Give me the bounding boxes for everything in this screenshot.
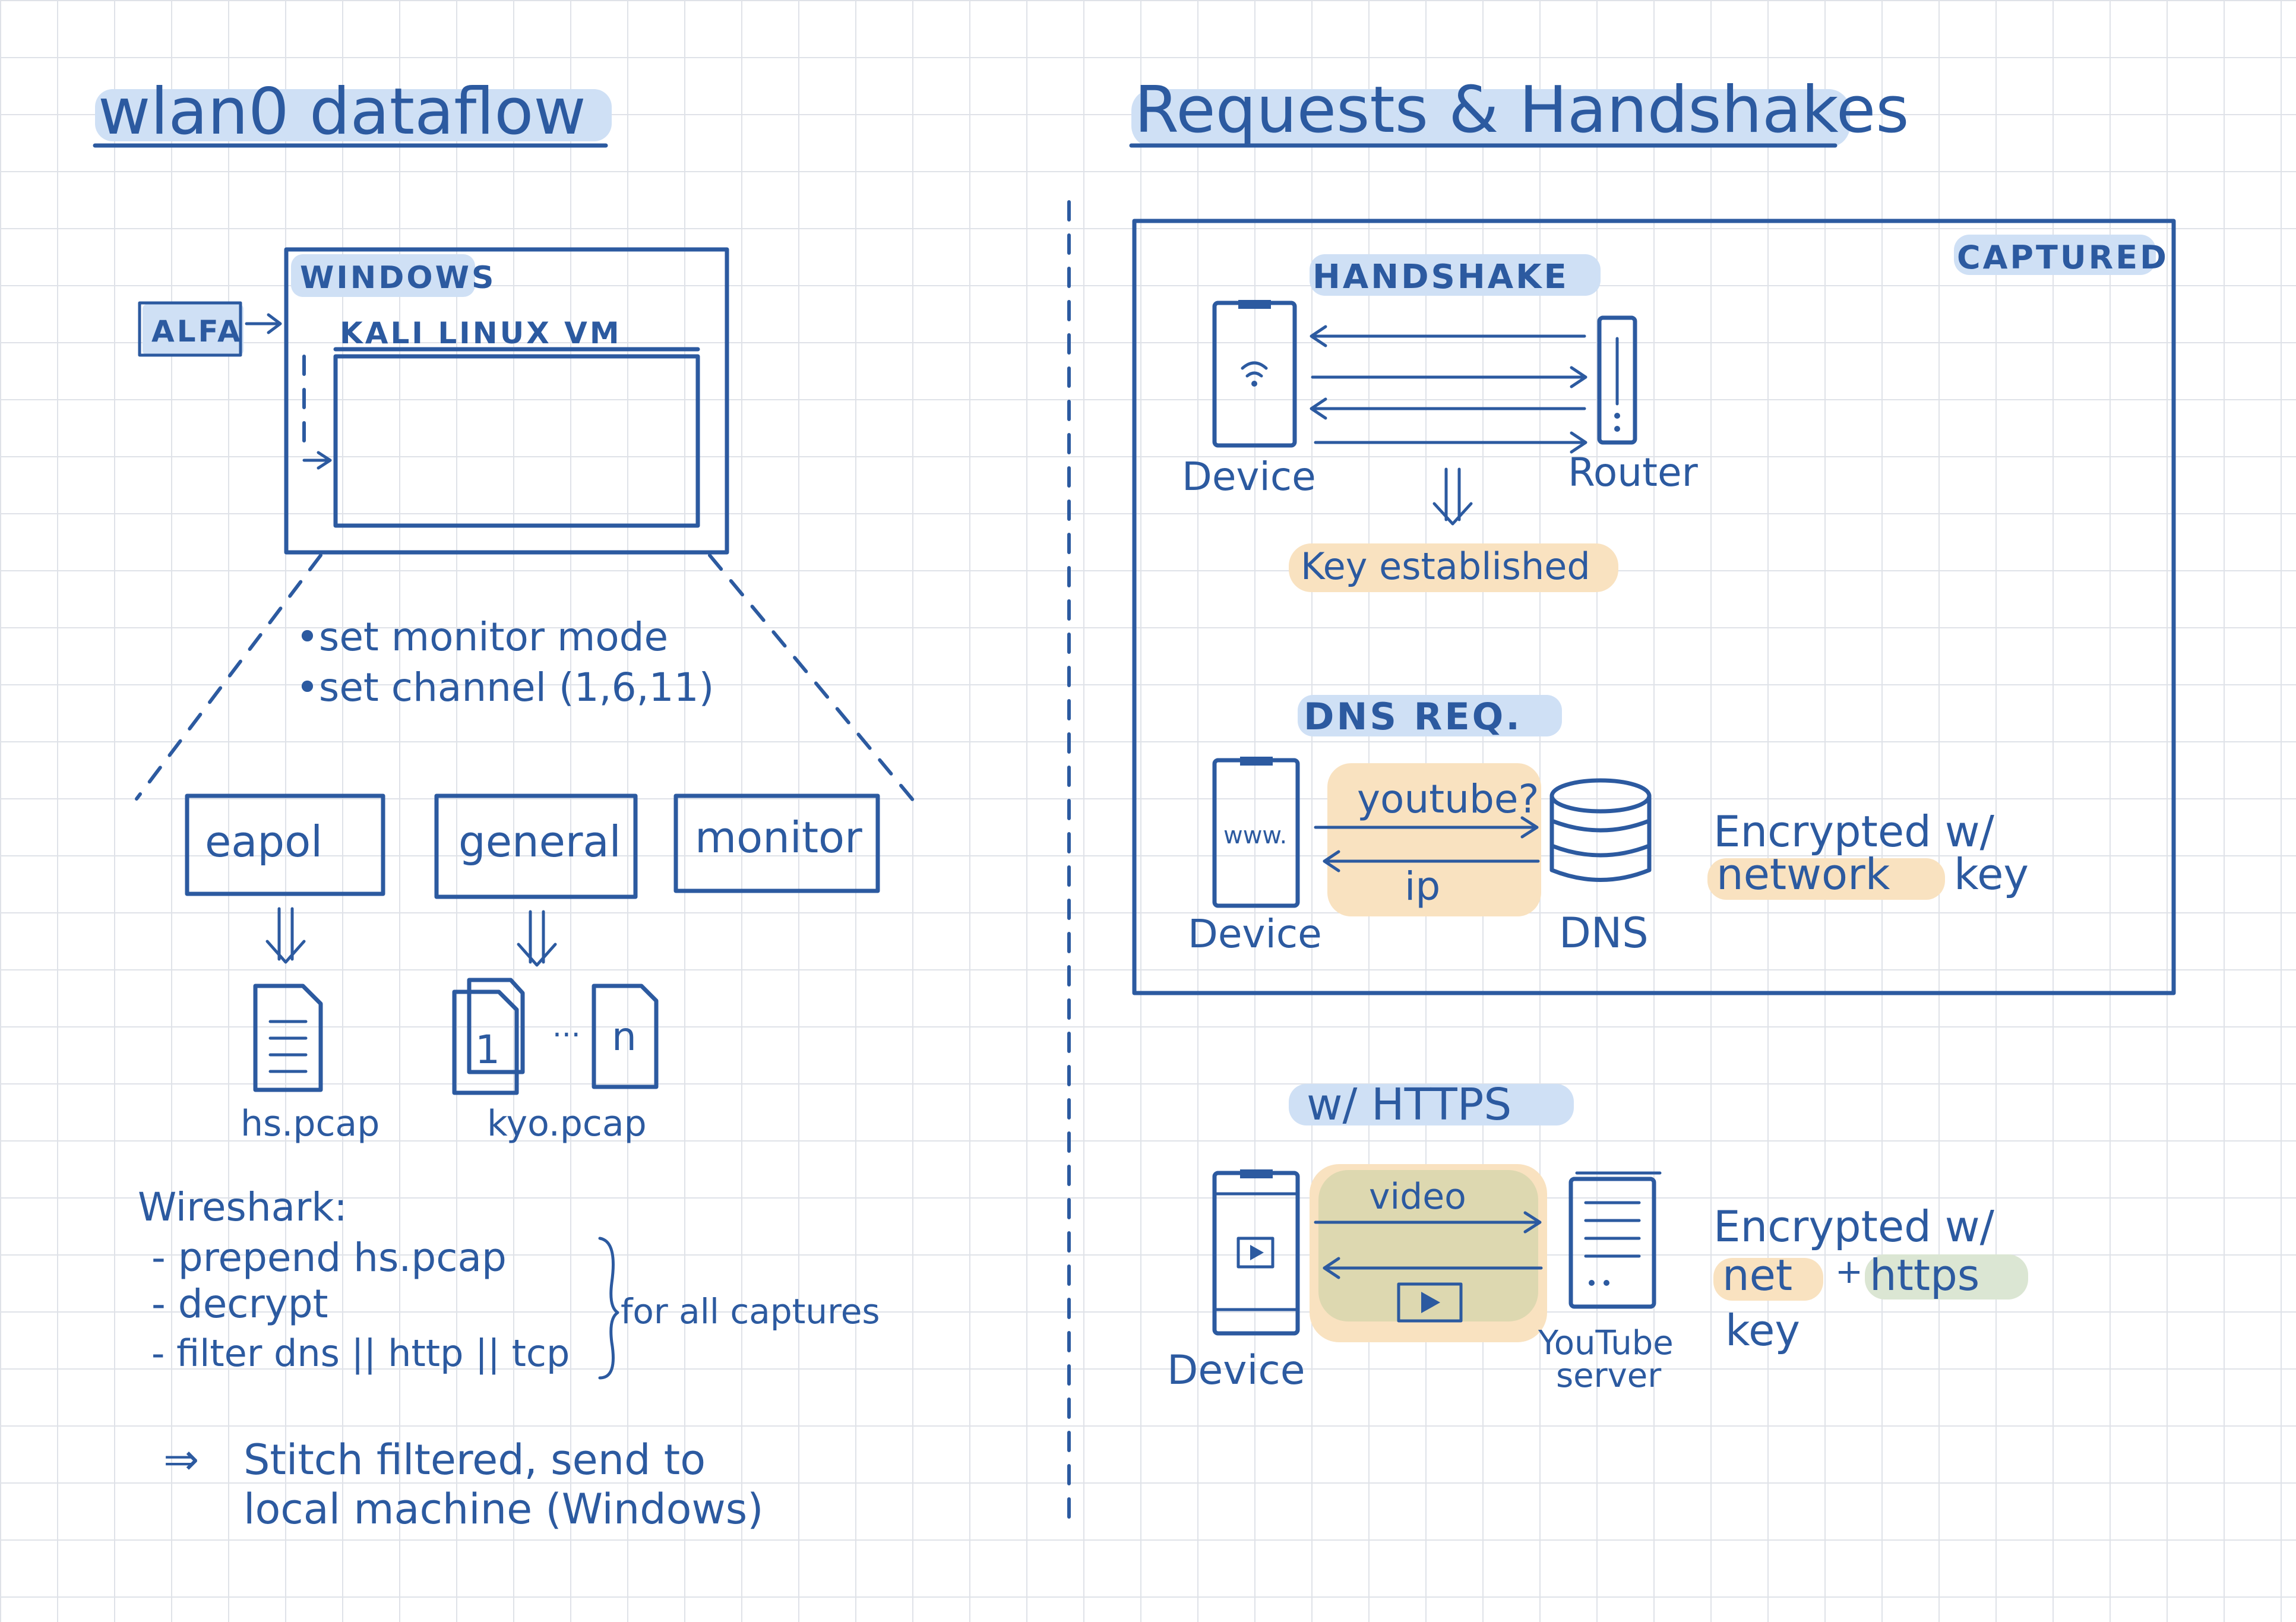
router-icon [1597,315,1637,445]
kali-vm-label: KALI LINUX VM [340,316,622,350]
wireshark-brace [598,1237,619,1380]
kyo-first-index: 1 [475,1027,500,1073]
https-exchange-highlight-olive [1318,1170,1538,1321]
zoom-line-right [708,554,921,810]
dns-note-key: key [1954,849,2029,899]
handshake-device-phone [1212,300,1297,448]
https-note-net: net [1722,1250,1792,1300]
conclusion-line2: local machine (Windows) [243,1485,764,1534]
mode-eapol-box [185,793,385,896]
mode-general-label: general [458,817,621,867]
kali-vm-box [333,354,700,528]
step-monitor-mode: •set monitor mode [296,614,668,660]
server-icon [1568,1171,1662,1309]
dns-note-network-highlight [1707,858,1945,900]
document-icon [452,989,519,1095]
handshake-arrows [1310,325,1587,454]
kyo-ellipsis: ... [552,1009,581,1044]
dns-response-arrow-head [1323,850,1340,872]
captured-highlight [1954,235,2156,275]
mode-monitor-box [673,793,880,893]
alfa-arrow-head [267,313,282,334]
https-note-line1: Encrypted w/ [1713,1202,1995,1251]
left-panel: wlan0 dataflow ALFA WINDOWS KALI LINUX V… [93,75,921,1534]
hs-pcap-label: hs.pcap [241,1103,379,1144]
windows-box [284,247,729,555]
dns-request-label: youtube? [1357,776,1539,822]
step-channel: •set channel (1,6,11) [296,665,714,710]
https-device-phone [1212,1169,1300,1336]
document-icon [592,984,659,1089]
windows-highlight [291,254,475,297]
handshake-device-label: Device [1182,454,1316,499]
right-title-highlight [1131,89,1850,147]
right-panel: Requests & Handshakes CAPTURED HANDSHAKE [1129,73,2176,1395]
left-title: wlan0 dataflow [98,75,586,149]
https-note-key: key [1725,1305,1800,1355]
https-note-plus: + [1835,1253,1863,1291]
https-request-arrow-head [1523,1211,1542,1234]
conclusion-line1: Stitch filtered, send to [243,1436,706,1484]
document-icon [467,978,525,1074]
kyo-last-index: n [612,1014,637,1060]
key-established-highlight [1289,543,1618,592]
dns-response-label: ip [1405,864,1440,909]
https-server-label-line1: YouTube [1538,1324,1674,1362]
wireshark-scope: for all captures [621,1291,880,1332]
key-established-label: Key established [1301,545,1590,588]
dns-device-label: Device [1188,911,1322,957]
handshake-label: HANDSHAKE [1313,258,1569,296]
conclusion-arrow: ⇒ [163,1434,199,1484]
dns-device-phone [1212,757,1300,908]
wireshark-heading: Wireshark: [138,1184,347,1230]
arrow-down-icon [517,910,557,967]
right-title: Requests & Handshakes [1134,73,1909,147]
database-icon [1549,778,1652,882]
play-icon [1397,1282,1463,1323]
handshake-router-label: Router [1568,450,1699,495]
wifi-icon [1241,361,1268,387]
https-note-https-highlight [1865,1254,2028,1300]
kyo-pcap-label: kyo.pcap [487,1103,647,1144]
alfa-box [138,301,242,357]
wireshark-item-prepend: - prepend hs.pcap [151,1235,507,1280]
handshake-highlight [1310,254,1601,296]
windows-label: WINDOWS [300,260,496,296]
https-label: w/ HTTPS [1307,1079,1511,1130]
https-note-https: https [1870,1250,1979,1300]
mode-general-box [434,793,638,899]
arrow-down-icon [265,907,306,964]
dns-device-screen: www. [1223,822,1287,849]
vm-passthrough-head [317,451,332,470]
https-payload-label: video [1369,1176,1466,1218]
dns-server-label: DNS [1559,909,1649,957]
left-title-highlight [95,89,612,141]
alfa-highlight [143,304,243,355]
dns-note-network: network [1716,849,1890,899]
dns-req-label: DNS REQ. [1304,695,1522,738]
https-note-net-highlight [1713,1258,1823,1301]
play-icon [1236,1237,1274,1269]
alfa-label: ALFA [151,314,243,349]
wireshark-item-decrypt: - decrypt [151,1281,328,1327]
zoom-line-left [135,554,322,801]
https-response-arrow-head [1323,1257,1340,1279]
arrow-down-icon [1432,467,1473,526]
captured-frame [1132,219,2176,995]
https-server-label-line2: server [1556,1357,1662,1395]
dns-req-highlight [1298,695,1562,736]
dns-request-arrow-head [1520,816,1539,839]
mode-eapol-label: eapol [205,817,322,867]
document-icon [253,984,323,1092]
https-device-label: Device [1167,1347,1305,1394]
captured-label: CAPTURED [1957,239,2169,276]
wireshark-item-filter: - filter dns || http || tcp [151,1332,570,1376]
dns-exchange-highlight [1327,763,1541,916]
https-highlight [1289,1084,1574,1125]
mode-monitor-label: monitor [695,812,862,862]
dns-note-line1: Encrypted w/ [1713,807,1995,856]
